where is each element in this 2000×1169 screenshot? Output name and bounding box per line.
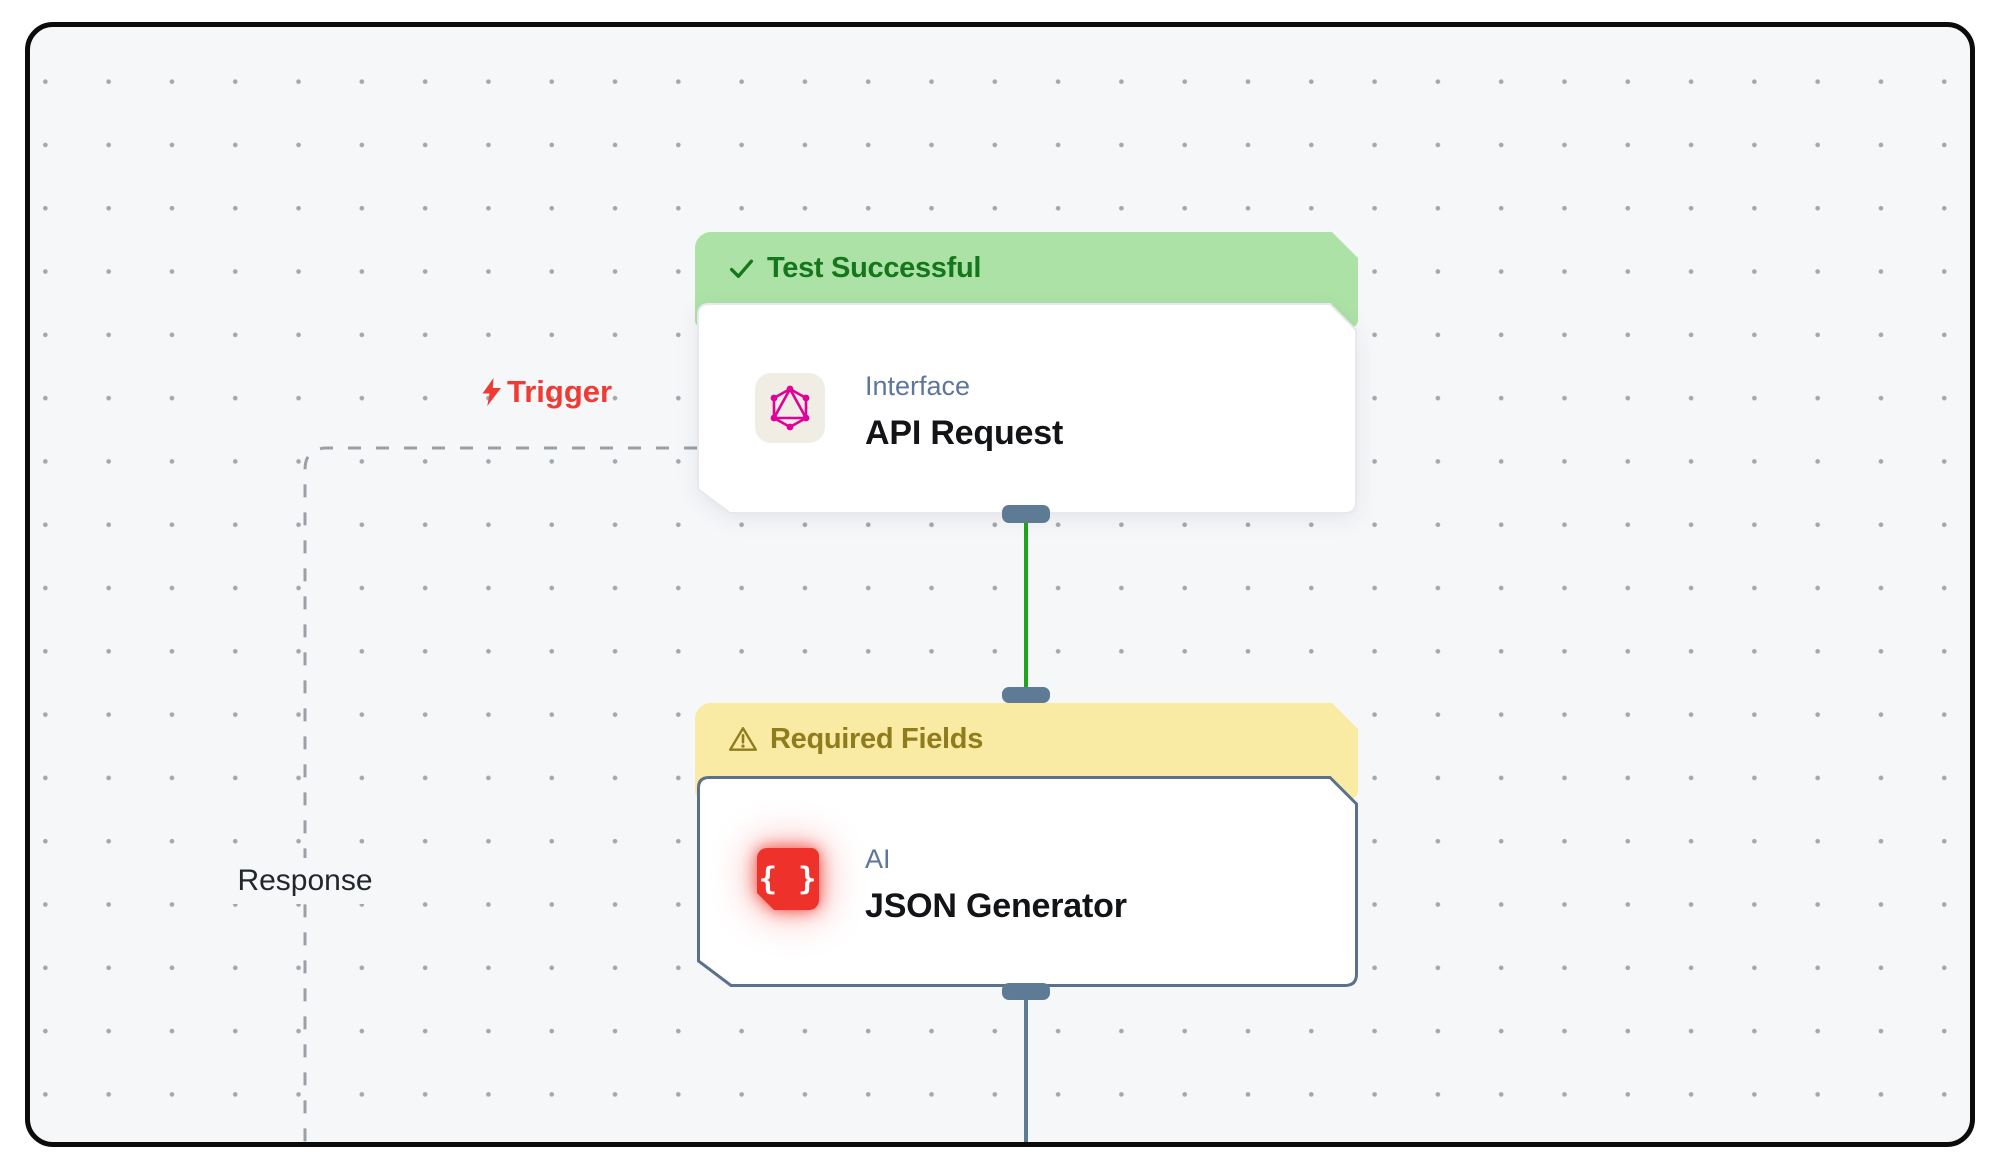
response-edge-label: Response xyxy=(227,858,383,904)
check-icon xyxy=(728,255,755,282)
trigger-label-text: Trigger xyxy=(507,374,613,409)
api-request-output-handle[interactable] xyxy=(1002,505,1050,523)
graphql-icon xyxy=(770,385,810,431)
node-title: API Request xyxy=(865,414,1064,452)
node-category-label: AI xyxy=(865,844,891,874)
node-api-request[interactable]: Interface API Request xyxy=(697,303,1358,514)
json-braces-icon: { } xyxy=(757,848,819,910)
node-json-generator[interactable]: { } AI JSON Generator xyxy=(697,776,1358,987)
node-card-shape xyxy=(697,776,1358,987)
node-icon-tile: { } xyxy=(757,848,819,910)
node-card-shape xyxy=(697,303,1357,514)
node-title: JSON Generator xyxy=(865,887,1127,925)
canvas-dot-grid[interactable] xyxy=(25,22,1975,1147)
warning-icon xyxy=(728,725,758,753)
trigger-edge-label: Trigger xyxy=(480,374,612,410)
node-icon-tile xyxy=(755,373,825,443)
trigger-response-edge xyxy=(303,446,697,1142)
status-banner-label: Test Successful xyxy=(767,251,982,284)
lightning-bolt-icon xyxy=(482,378,501,406)
node-category-label: Interface xyxy=(865,371,971,401)
edge-api-to-json[interactable] xyxy=(1024,521,1028,690)
json-generator-output-handle[interactable] xyxy=(1002,983,1050,1000)
status-banner-label: Required Fields xyxy=(770,722,984,755)
edge-json-output[interactable] xyxy=(1024,998,1028,1144)
json-generator-input-handle[interactable] xyxy=(1002,687,1050,703)
